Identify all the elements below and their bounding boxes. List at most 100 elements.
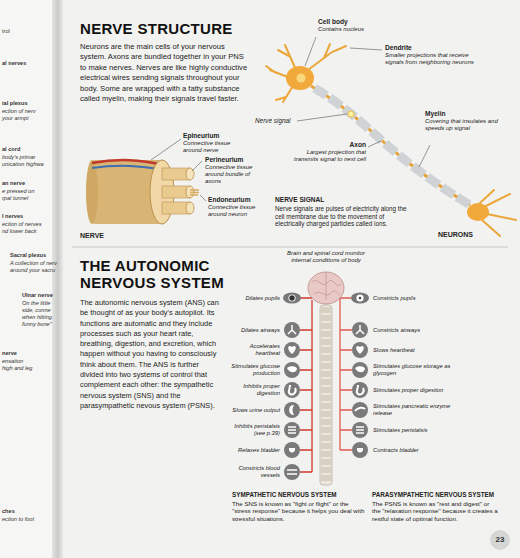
page-title: NERVE STRUCTURE [80,20,320,38]
icon-disc [352,362,368,378]
icon-disc [352,342,368,358]
pupil [359,297,361,299]
icon-glyph [288,346,296,354]
facing-page-text: ches [2,508,62,515]
box-text: The SNS is known as "fight or flight" or… [232,500,368,522]
icon-disc [352,442,368,458]
facing-page-text: l nerves [2,213,62,220]
box-text: Nerve signals are pulses of electricity … [275,205,407,228]
icon-disc [284,362,300,378]
effect-label: Inhibits proper digestion [226,383,280,397]
part-description: Contains nucleus [318,26,388,33]
facing-page-text: al nerves [2,60,62,67]
heart-icon [352,342,368,358]
cell-body [467,203,489,221]
effect-label: Stimulates proper digestion [373,387,463,394]
icon-disc [284,322,300,338]
lungs-icon [284,322,300,338]
facing-page-text: around your sacru [10,267,70,274]
icon-glyph [357,385,364,394]
icon-glyph [355,366,365,372]
facing-page-text: when hitting [22,314,82,321]
body-text: The autonomic nervous system (ANS) can b… [80,298,222,411]
leader-line [151,139,181,160]
facing-page-text: funny bone" [22,321,82,328]
icon-glyph [287,366,297,372]
facing-page-text: ection of nerves [2,221,62,228]
icon-glyph [355,408,365,411]
cns-figure [300,272,352,485]
effect-label: Slows urine output [226,407,280,414]
facing-page-text: Sacral plexus [10,252,70,259]
facing-page-text: trol [2,28,62,35]
figure-note: Brain and spinal cord monitor internal c… [278,250,374,264]
facing-page-text: nerve [2,350,62,357]
icon-glyph [288,325,296,334]
icon-disc [284,464,300,480]
pancreas-icon [352,402,368,418]
part-name: Myelin [425,110,505,118]
part-description: Connective tissue around neuron [208,204,266,218]
icon-disc [284,422,300,438]
section-divider [72,247,508,248]
part-name: Dendrite [385,44,485,52]
facing-page-text: ensation [2,358,62,365]
effect-label: Constricts airways [373,327,463,334]
icon-glyph [289,448,295,453]
leader-line [200,195,206,201]
facing-page-text: ection of nerv [2,108,62,115]
body-text: Neurons are the main cells of your nervo… [80,42,252,104]
sympathetic-chain [311,300,312,472]
box-heading: SYMPATHETIC NERVOUS SYSTEM [232,491,372,499]
eye-shape [351,293,369,304]
effect-label: Inhibits peristalsis (see p.39) [226,423,280,437]
facing-page-text: al cord [2,146,62,153]
leader-line [297,114,347,121]
section-heading: THE AUTONOMIC NERVOUS SYSTEM [80,257,240,291]
part-name: Axon [306,141,366,149]
brain-folds [312,273,341,300]
facing-page-text: e pressed on [2,188,62,195]
vertebrae [321,307,331,483]
axon [311,86,470,205]
icon-glyph [289,405,294,415]
effect-label: Stimulates pancreatic enzyme release [373,403,463,417]
bladder-icon [352,442,368,458]
stomach-icon [352,382,368,398]
part-name: Epineurium [183,132,253,140]
effect-label: Stimulates peristalsis [373,427,463,434]
neuron-illustration [266,37,516,236]
box-text: The PSNS is known as "rest and digest" o… [372,500,498,522]
facing-page-text: an nerve [2,180,62,187]
facing-page-text: high and leg [2,365,62,372]
liver-icon [284,362,300,378]
icon-disc [284,402,300,418]
nerve-end [86,160,98,224]
cell-body [286,66,314,90]
pupil [289,295,294,300]
icon-glyph [356,346,364,354]
part-description: Connective tissue around nerve [183,140,241,154]
dendrites [266,44,346,102]
axon-fibers [190,190,199,195]
parasympathetic-nerves [340,298,352,450]
icon-glyph [289,385,296,394]
bladder-icon [284,442,300,458]
icon-glyph [356,325,364,334]
myelin-sheath [311,86,470,205]
eye-shape [283,293,301,304]
page-gutter [52,0,64,558]
effect-label: Dilates airways [226,327,280,334]
spine [320,305,332,485]
part-description: Smaller projections that receive signals… [385,52,485,66]
organ-icons [283,293,369,481]
box-heading: PARASYMPATHETIC NERVOUS SYSTEM [372,491,510,499]
facing-page-text: Ulnar nerve [22,292,82,299]
intestine-icon [352,422,368,438]
icon-disc [284,342,300,358]
icon-disc [352,422,368,438]
leader-line [192,161,202,171]
part-name: Perineurium [205,156,275,164]
